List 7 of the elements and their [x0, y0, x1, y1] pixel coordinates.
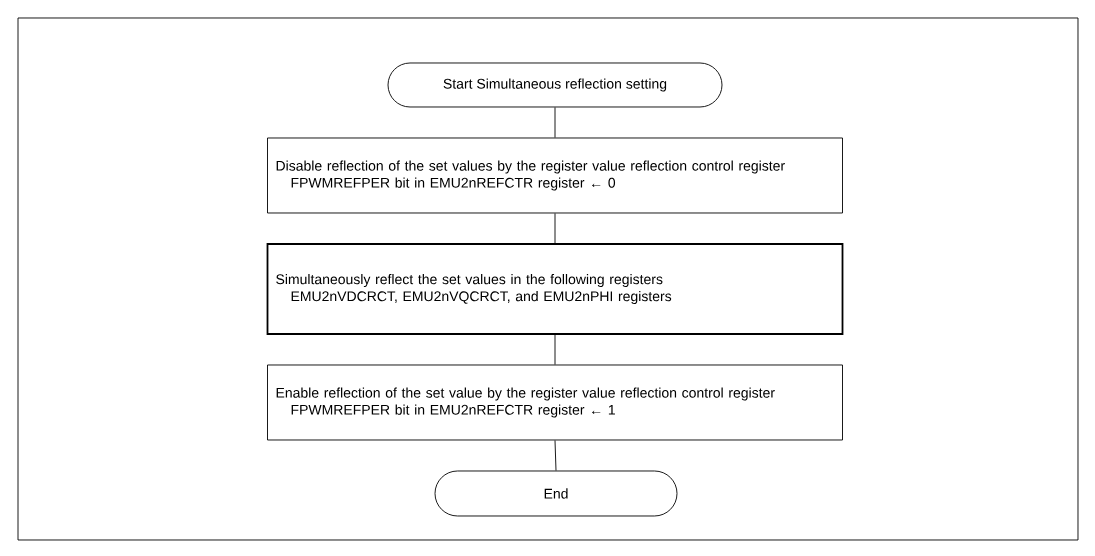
process-box: Disable reflection of the set values by the register value reflection control register FPWMREFPER bit in EMU2nREFCTR register ← 0 — [267, 137, 843, 214]
process-box: Simultaneously reflect the set values in the following registers EMU2nVDCRCT, EMU2nVQCRCT, and EMU2nPHI registers — [266, 243, 844, 335]
connector-line — [554, 440, 557, 471]
connector-line — [554, 213, 556, 244]
connector-line — [554, 334, 556, 365]
process-box: Enable reflection of the set value by the register value reflection control register FPWMREFPER bit in EMU2nREFCTR register ← 1 — [267, 364, 843, 441]
connector-line — [554, 107, 556, 138]
